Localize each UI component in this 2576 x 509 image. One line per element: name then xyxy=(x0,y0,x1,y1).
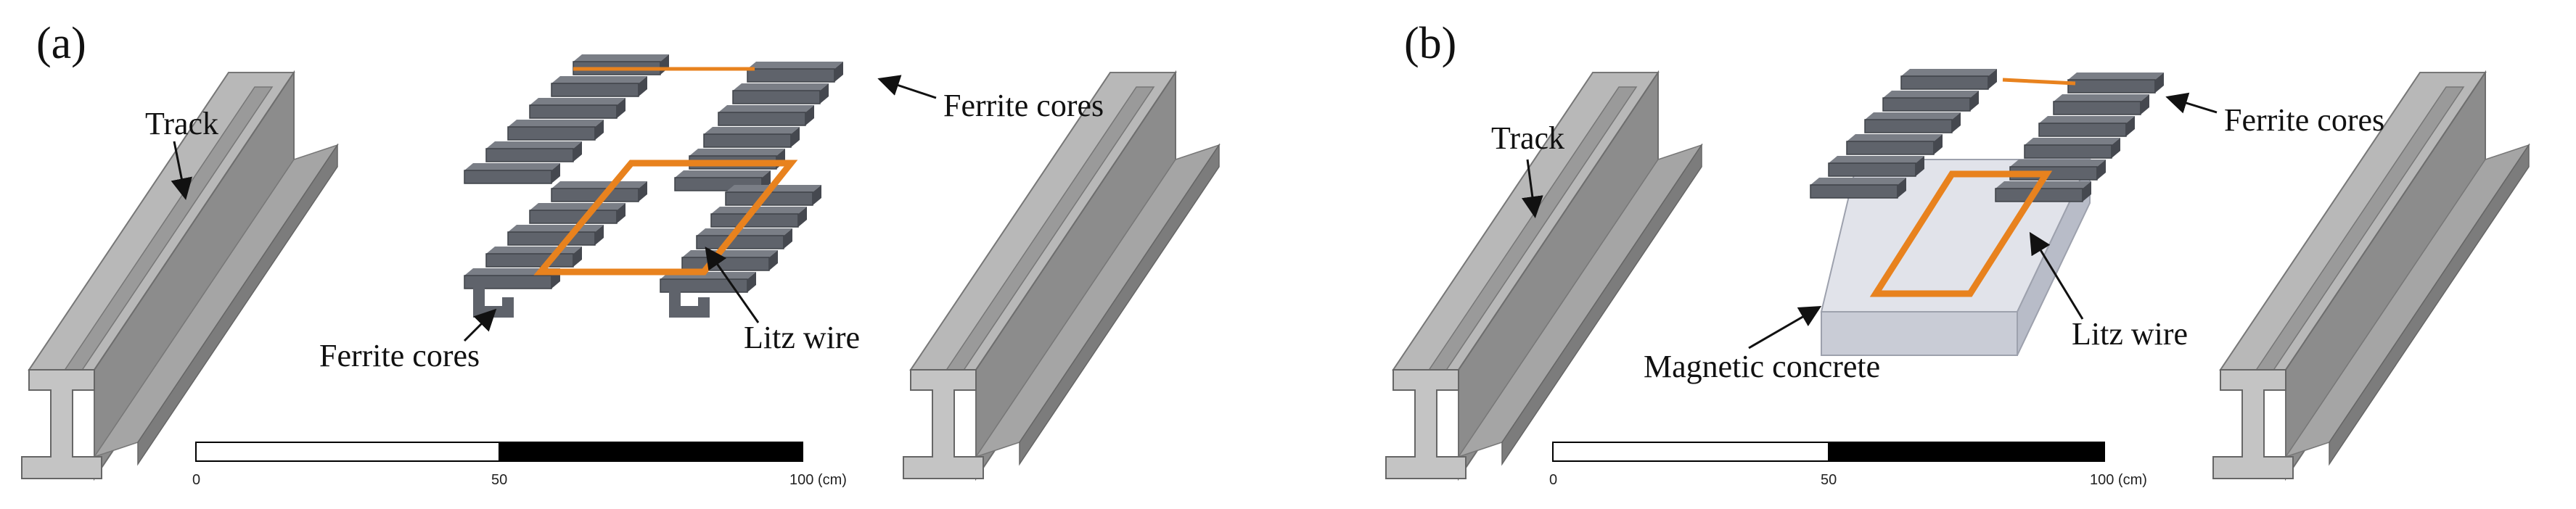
arrow-icon xyxy=(877,75,937,99)
ferrite-cores-label-a-top: Ferrite cores xyxy=(943,88,1104,123)
scale-tick-50: 50 xyxy=(1821,472,1837,488)
scale-tick-0: 0 xyxy=(1549,472,1557,488)
arrow-icon xyxy=(705,247,760,323)
track-label-a: Track xyxy=(145,106,218,141)
panel-b: (b) Track xyxy=(1385,19,2530,488)
scale-bar-b: 0 50 100 (cm) xyxy=(1549,442,2147,488)
ferrite-cores-label-b: Ferrite cores xyxy=(2224,102,2384,138)
arrow-icon xyxy=(171,141,193,200)
panel-label-a: (a) xyxy=(36,19,86,68)
scale-bar-a: 0 50 100 (cm) xyxy=(192,442,847,488)
scale-tick-0: 0 xyxy=(192,472,200,488)
arrow-icon xyxy=(1521,159,1543,218)
litz-coil-icon xyxy=(1869,78,2076,297)
panel-a: (a) Track xyxy=(21,19,1220,488)
litz-coil-icon xyxy=(533,67,798,276)
litz-wire-label-b: Litz wire xyxy=(2072,316,2188,352)
arrow-icon xyxy=(2029,231,2084,320)
track-label-b: Track xyxy=(1491,120,1564,156)
rail-icon xyxy=(903,72,1220,479)
arrow-icon xyxy=(2165,92,2218,114)
arrow-icon xyxy=(1748,305,1822,349)
scale-tick-50: 50 xyxy=(491,472,507,488)
litz-wire-label-a: Litz wire xyxy=(744,320,860,355)
panel-label-b: (b) xyxy=(1404,19,1456,68)
arrow-icon xyxy=(463,308,497,342)
magnetic-concrete-label: Magnetic concrete xyxy=(1644,349,1880,384)
scale-tick-100: 100 (cm) xyxy=(789,472,847,488)
scale-tick-100: 100 (cm) xyxy=(2090,472,2147,488)
ferrite-cores-label-a-bottom: Ferrite cores xyxy=(319,338,480,373)
